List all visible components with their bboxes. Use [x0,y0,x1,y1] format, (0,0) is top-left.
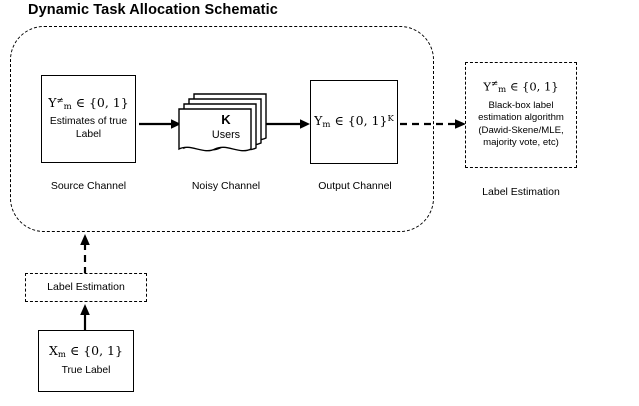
noisy-channel-users-label: Users [211,129,241,141]
output-channel-math: Ym ∈ {0, 1}K [314,112,394,130]
arrow-noisy-to-output [266,118,310,130]
output-channel-caption: Output Channel [318,180,392,192]
source-channel-box: Y≠m ∈ {0, 1} Estimates of true Label [41,75,136,163]
noisy-channel-caption: Noisy Channel [191,180,261,192]
label-estimation-right-caption: Label Estimation [482,186,560,198]
source-channel-description: Estimates of true Label [49,116,128,141]
system-boundary-dashed-container [10,26,434,232]
source-channel-math: Y≠m ∈ {0, 1} [48,94,129,112]
source-channel-caption: Source Channel [50,180,127,192]
arrow-output-to-label-estimation [400,118,466,130]
arrow-source-to-noisy [139,118,181,130]
true-label-math: Xm ∈ {0, 1} [49,343,123,361]
arrow-label-estimation-to-source [78,234,92,274]
noisy-channel-stack: K Users [176,90,276,154]
arrow-true-label-to-label-estimation [78,304,92,330]
label-estimation-bottom-box: Label Estimation [25,273,147,302]
label-estimation-bottom-label: Label Estimation [47,280,125,293]
output-channel-box: Ym ∈ {0, 1}K [310,80,398,164]
true-label-box: Xm ∈ {0, 1} True Label [38,330,134,392]
label-estimation-description: Black-box label estimation algorithm (Da… [478,100,564,149]
label-estimation-math: Y≠m ∈ {0, 1} [483,79,559,96]
noisy-channel-k-label: K [221,112,231,127]
page-title: Dynamic Task Allocation Schematic [28,2,278,18]
label-estimation-right-box: Y≠m ∈ {0, 1} Black-box label estimation … [465,62,577,168]
true-label-description: True Label [61,364,111,376]
